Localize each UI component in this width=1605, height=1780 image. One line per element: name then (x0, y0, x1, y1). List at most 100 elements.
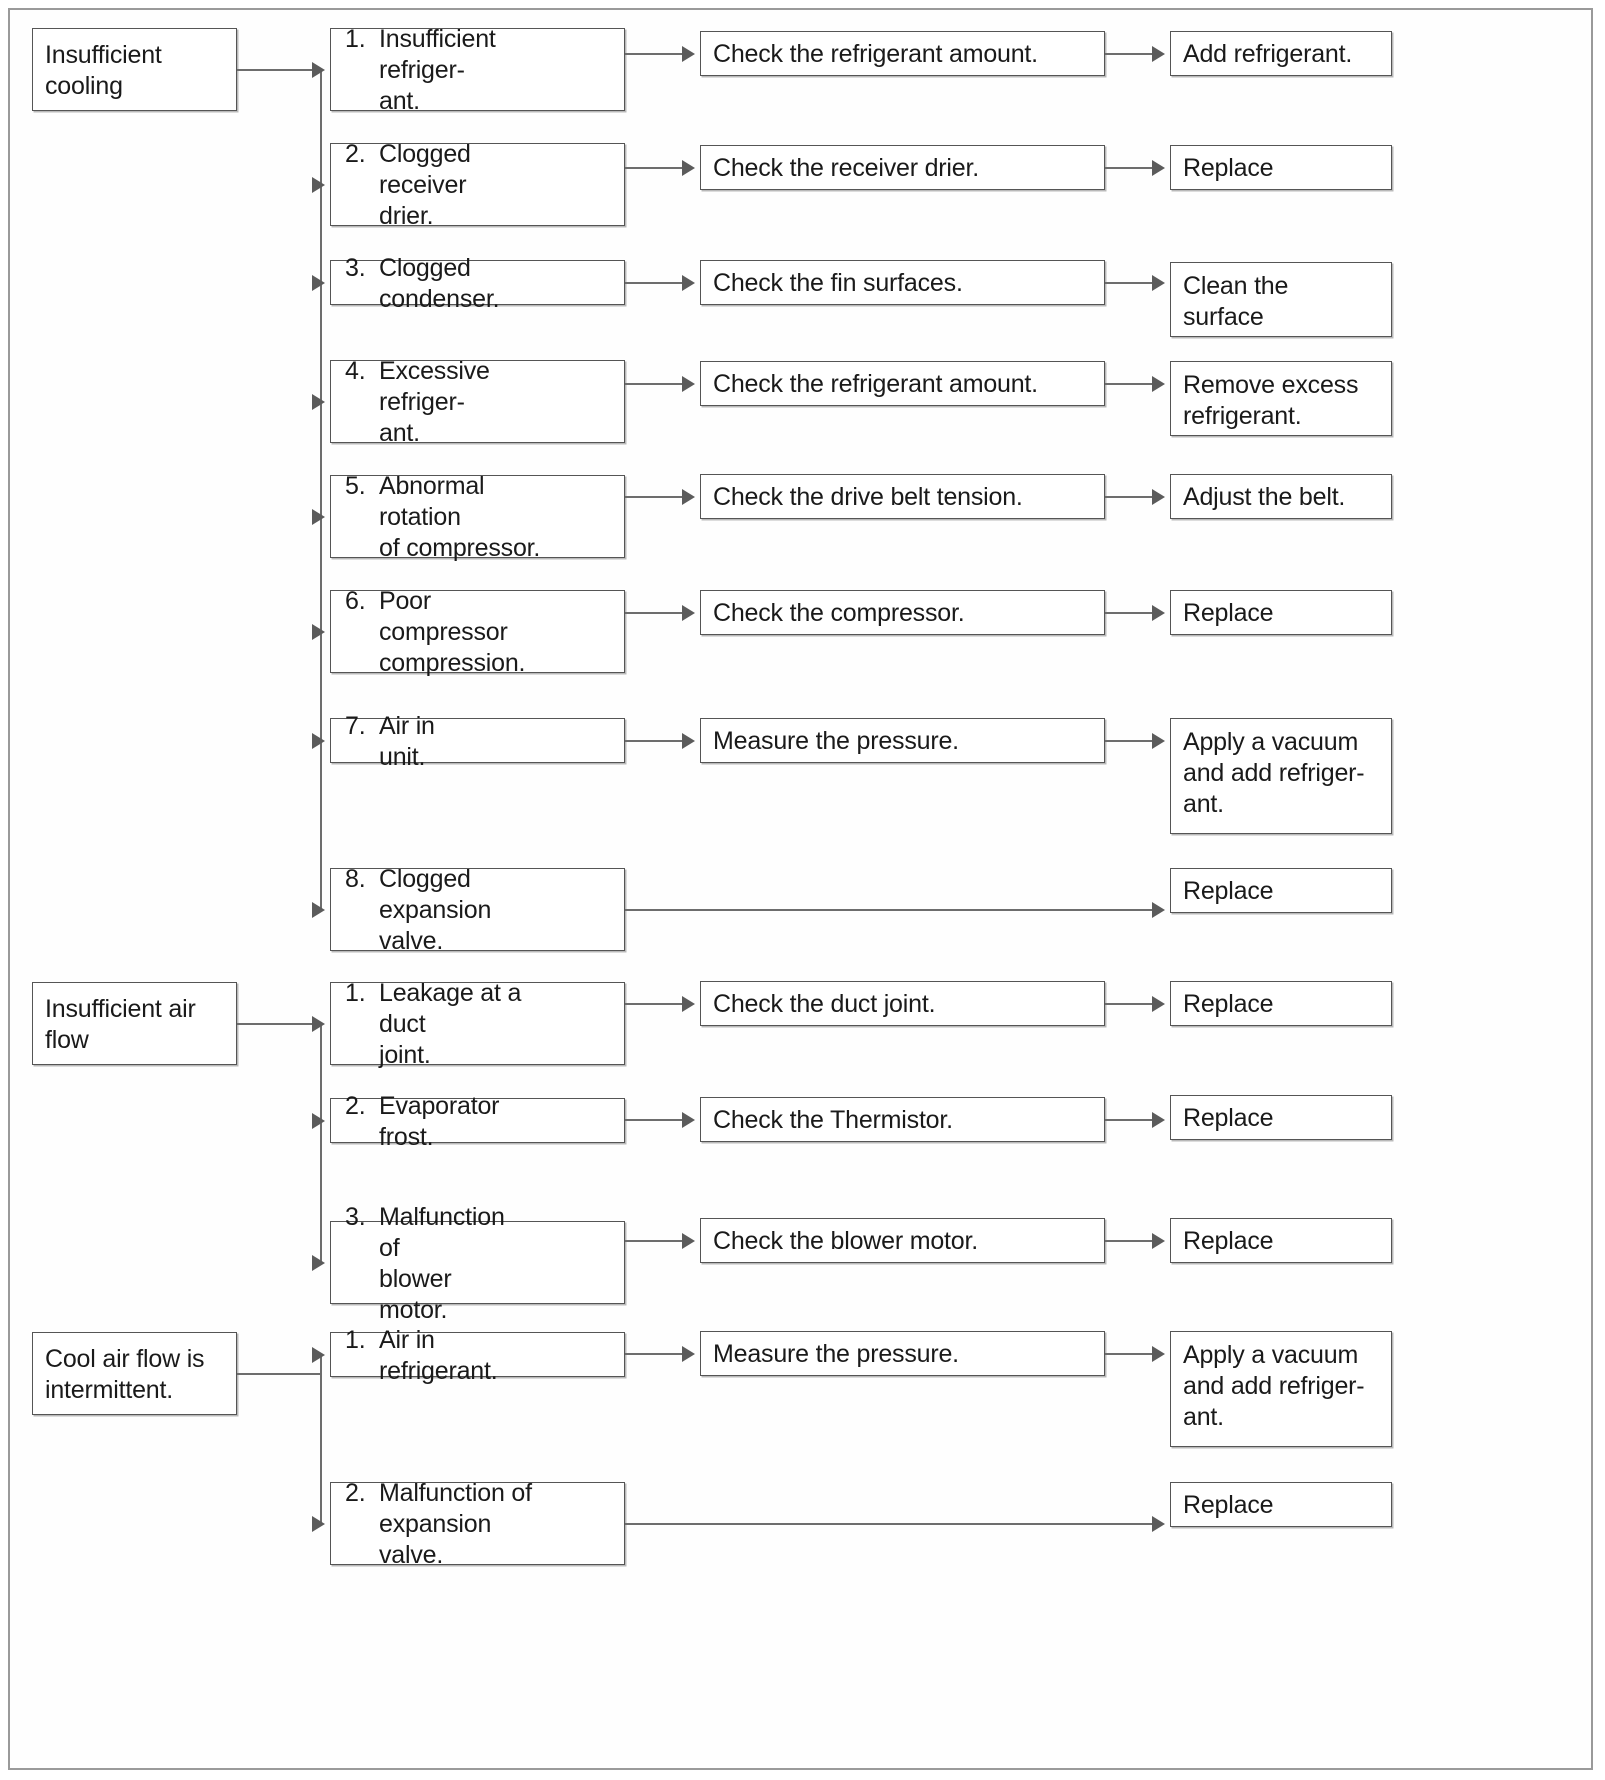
cause-box-g0-r7-content: 8.Clogged expansion valve. (345, 864, 590, 957)
cause-box-g0-r4-content: 5.Abnormal rotation of compressor. (345, 471, 573, 564)
remedy-box-g1-r2-label: Replace (1183, 1227, 1274, 1255)
cause-to-check-line-g2-r0 (625, 1353, 682, 1355)
arrow-to-cause-g0-r2 (312, 275, 325, 291)
arrow-to-remedy-g0-r6 (1152, 733, 1165, 749)
arrow-to-check-g1-r1 (682, 1112, 695, 1128)
remedy-box-g0-r4-label: Adjust the belt. (1183, 483, 1346, 511)
cause-box-g0-r6-content: 7.Air in unit. (345, 711, 488, 773)
cause-box-g0-r2: 3. Clogged condenser. (330, 254, 625, 313)
cause-to-check-line-g0-r1 (625, 167, 682, 169)
check-to-remedy-line-g0-r0 (1105, 53, 1152, 55)
arrow-to-check-g0-r1 (682, 160, 695, 176)
remedy-box-g0-r5-label: Replace (1183, 599, 1274, 627)
cause-box-g0-r4-number: 5. (345, 472, 366, 500)
arrow-to-cause-g2-r1 (312, 1516, 325, 1532)
cause-box-g0-r0: 1.Insufficient refriger- ant. (330, 25, 625, 115)
check-to-remedy-line-g1-r1 (1105, 1119, 1152, 1121)
remedy-box-g0-r1: Replace (1170, 145, 1392, 190)
symptom-box-0-label: Insufficient cooling (45, 40, 162, 100)
arrow-to-check-g0-r4 (682, 489, 695, 505)
remedy-box-g1-r2: Replace (1170, 1218, 1392, 1263)
trunk-line-2 (320, 1355, 322, 1524)
arrow-to-cause-g0-r0 (312, 62, 325, 78)
cause-box-g1-r1-label: Evaporator frost. (379, 1091, 500, 1151)
cause-box-g1-r0-label: Leakage at a duct joint. (379, 979, 522, 1069)
arrow-to-remedy-g0-r2 (1152, 275, 1165, 291)
remedy-box-g0-r6-label: Apply a vacuum and add refriger- ant. (1183, 728, 1365, 818)
cause-to-check-line-g1-r0 (625, 1003, 682, 1005)
cause-box-g0-r1-label: Clogged receiver drier. (379, 140, 471, 230)
arrow-to-remedy-g0-r3 (1152, 376, 1165, 392)
check-box-g0-r4: Check the drive belt tension. (700, 474, 1105, 519)
arrow-to-check-g0-r5 (682, 605, 695, 621)
cause-box-g1-r2-content: 3.Malfunction of blower motor. (345, 1202, 532, 1326)
cause-box-g0-r5-content: 6.Poor compressor compression. (345, 586, 566, 679)
arrow-to-remedy-g0-r5 (1152, 605, 1165, 621)
cause-box-g0-r3-content: 4. Excessive refriger- ant. (345, 356, 582, 449)
remedy-box-g2-r0: Apply a vacuum and add refriger- ant. (1170, 1331, 1392, 1447)
cause-to-check-line-g0-r5 (625, 612, 682, 614)
arrow-to-remedy-g1-r2 (1152, 1233, 1165, 1249)
cause-to-check-line-g1-r1 (625, 1119, 682, 1121)
check-box-g1-r0-label: Check the duct joint. (713, 990, 936, 1018)
cause-box-g0-r4: 5.Abnormal rotation of compressor. (330, 472, 625, 562)
trunk-line-0 (320, 70, 322, 910)
cause-box-g1-r1: 2.Evaporator frost. (330, 1092, 625, 1151)
arrow-to-cause-g0-r7 (312, 902, 325, 918)
check-box-g0-r3-label: Check the refrigerant amount. (713, 370, 1038, 398)
remedy-box-g2-r0-label: Apply a vacuum and add refriger- ant. (1183, 1341, 1365, 1431)
check-box-g0-r0-label: Check the refrigerant amount. (713, 40, 1038, 68)
symptom-stub-2 (237, 1373, 322, 1375)
check-box-g1-r1-label: Check the Thermistor. (713, 1106, 953, 1134)
check-box-g0-r5-label: Check the compressor. (713, 599, 965, 627)
check-to-remedy-line-g0-r2 (1105, 282, 1152, 284)
remedy-box-g0-r6: Apply a vacuum and add refriger- ant. (1170, 718, 1392, 834)
arrow-to-cause-g0-r3 (312, 394, 325, 410)
arrow-to-remedy-g0-r0 (1152, 46, 1165, 62)
symptom-box-2: Cool air flow is intermittent. (32, 1332, 237, 1415)
cause-box-g0-r5: 6.Poor compressor compression. (330, 587, 625, 677)
cause-box-g0-r2-label: Clogged condenser. (379, 253, 500, 313)
cause-to-check-line-g0-r3 (625, 383, 682, 385)
cause-box-g2-r1: 2. Malfunction of expansion valve. (330, 1479, 625, 1569)
remedy-box-g1-r0-label: Replace (1183, 990, 1274, 1018)
cause-box-g0-r3-number: 4. (345, 357, 366, 385)
arrow-to-remedy-g0-r1 (1152, 160, 1165, 176)
check-box-g0-r5: Check the compressor. (700, 590, 1105, 635)
check-box-g2-r0: Measure the pressure. (700, 1331, 1105, 1376)
cause-box-g0-r7: 8.Clogged expansion valve. (330, 865, 625, 955)
arrow-to-cause-g1-r0 (312, 1016, 325, 1032)
cause-box-g1-r0: 1.Leakage at a duct joint. (330, 979, 625, 1069)
cause-box-g2-r1-number: 2. (345, 1479, 366, 1507)
cause-box-g0-r6: 7.Air in unit. (330, 712, 625, 771)
check-box-g0-r1: Check the receiver drier. (700, 145, 1105, 190)
remedy-box-g0-r5: Replace (1170, 590, 1392, 635)
cause-box-g0-r1-content: 2.Clogged receiver drier. (345, 139, 565, 232)
arrow-to-remedy-g0-r7 (1152, 902, 1165, 918)
arrow-to-cause-g1-r1 (312, 1113, 325, 1129)
cause-to-check-line-g0-r6 (625, 740, 682, 742)
check-to-remedy-line-g1-r2 (1105, 1240, 1152, 1242)
cause-to-check-line-g0-r2 (625, 282, 682, 284)
cause-box-g2-r0-label: Air in refrigerant. (379, 1325, 498, 1385)
cause-box-g0-r0-number: 1. (345, 25, 366, 53)
arrow-to-cause-g1-r2 (312, 1255, 325, 1271)
check-box-g1-r2: Check the blower motor. (700, 1218, 1105, 1263)
check-to-remedy-line-g0-r1 (1105, 167, 1152, 169)
check-box-g2-r0-label: Measure the pressure. (713, 1340, 959, 1368)
arrow-to-cause-g0-r4 (312, 509, 325, 525)
cause-box-g2-r1-label: Malfunction of expansion valve. (379, 1479, 532, 1569)
remedy-box-g1-r1: Replace (1170, 1095, 1392, 1140)
symptom-box-0: Insufficient cooling (32, 28, 237, 111)
remedy-box-g2-r1: Replace (1170, 1482, 1392, 1527)
symptom-box-1: Insufficient air flow (32, 982, 237, 1065)
cause-box-g0-r3: 4. Excessive refriger- ant. (330, 357, 625, 447)
arrow-to-cause-g0-r5 (312, 624, 325, 640)
check-to-remedy-line-g0-r3 (1105, 383, 1152, 385)
cause-box-g0-r3-label: Excessive refriger- ant. (379, 357, 490, 447)
arrow-to-remedy-g2-r0 (1152, 1346, 1165, 1362)
cause-box-g1-r2-label: Malfunction of blower motor. (379, 1202, 505, 1324)
cause-box-g0-r2-number: 3. (345, 253, 366, 282)
arrow-to-cause-g2-r0 (312, 1347, 325, 1363)
